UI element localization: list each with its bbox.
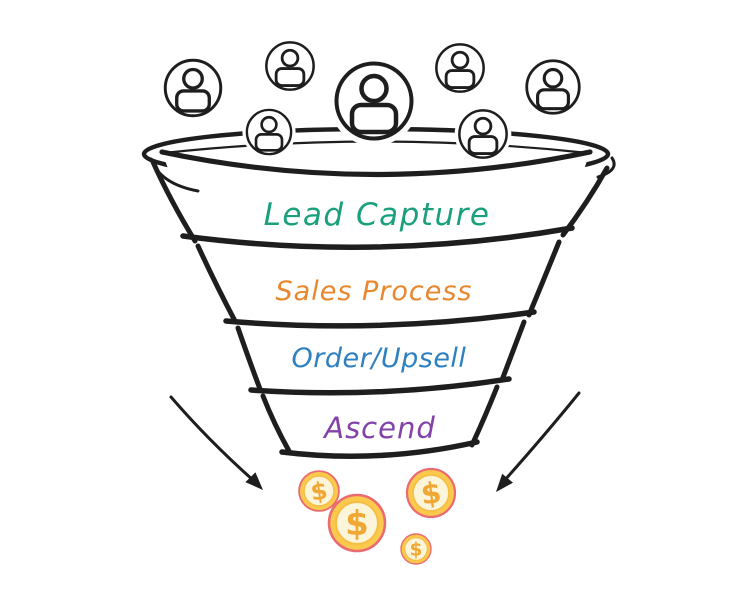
person-icon [158, 53, 228, 123]
coin: $ [405, 467, 457, 519]
funnel-rim-inner-bottom-arc [159, 149, 593, 178]
coins: $ $ $ $ [298, 467, 457, 565]
funnel-bottom-edge [279, 439, 480, 459]
dollar-icon: $ [309, 476, 330, 506]
funnel-separator-1 [180, 225, 575, 250]
person-icon [329, 56, 419, 146]
funnel-wall-left-3 [235, 325, 263, 392]
right-down-arrow-shaft [502, 391, 581, 483]
output-arrows [169, 391, 581, 492]
right-down-arrow-head [496, 473, 513, 492]
funnel-level-3-label: Order/Upsell [292, 343, 467, 374]
funnel-separator-2 [223, 309, 537, 329]
funnel-separator-3 [248, 376, 512, 396]
funnel-wall-right-3 [499, 319, 527, 383]
person-icon [241, 104, 297, 160]
audience-icons [158, 36, 587, 164]
funnel-level-2-label: Sales Process [276, 276, 473, 307]
left-down-arrow-shaft [169, 395, 256, 483]
funnel-level-1-label: Lead Capture [264, 197, 491, 233]
funnel-wall-left-2 [195, 243, 238, 324]
left-down-arrow-head [245, 472, 263, 490]
funnel-wall-right-2 [526, 239, 562, 318]
dollar-icon: $ [419, 475, 443, 511]
coin-center [412, 474, 450, 512]
dollar-icon: $ [345, 504, 369, 544]
coin: $ [400, 533, 432, 565]
person-icon [519, 53, 587, 121]
person-icon [430, 38, 490, 98]
dollar-icon: $ [410, 539, 423, 560]
person-icon [260, 36, 320, 96]
coin: $ [298, 470, 340, 512]
funnel-body [149, 149, 610, 459]
coin-center [404, 537, 428, 561]
coin-center [303, 475, 335, 507]
person-icon [453, 104, 513, 164]
funnel-wall-left-1 [150, 159, 198, 244]
coin-center [335, 501, 379, 545]
funnel-labels: Lead Capture Sales Process Order/Upsell … [264, 197, 491, 445]
coin: $ [327, 493, 387, 553]
funnel-wall-left-4 [260, 393, 292, 454]
funnel-level-4-label: Ascend [322, 411, 436, 445]
